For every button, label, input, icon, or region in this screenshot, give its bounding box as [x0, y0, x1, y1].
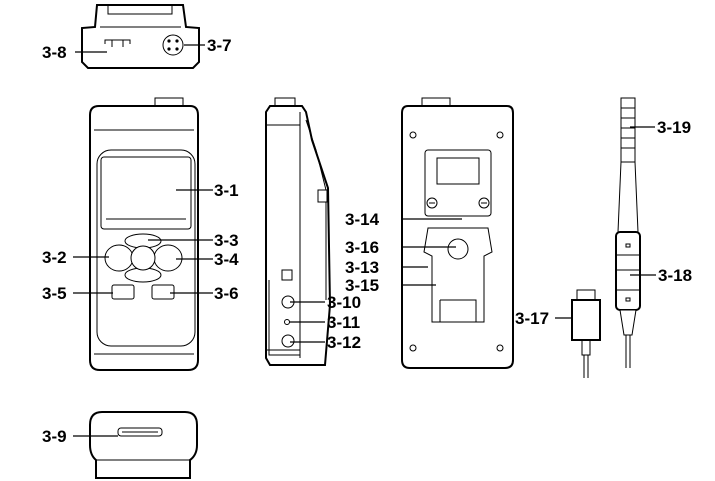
tripod-mount	[447, 238, 469, 260]
label-3-3: 3-3	[214, 231, 239, 250]
probe-socket	[162, 34, 184, 56]
label-3-15: 3-15	[345, 276, 379, 295]
stand	[423, 227, 493, 323]
label-3-4: 3-4	[214, 250, 239, 269]
jack-3-12	[281, 334, 295, 348]
label-3-16: 3-16	[345, 238, 379, 257]
label-3-18: 3-18	[658, 266, 692, 285]
label-3-9: 3-9	[42, 427, 67, 446]
label-3-19: 3-19	[657, 118, 691, 137]
reset-hole-3-11	[284, 319, 290, 325]
label-3-14: 3-14	[345, 210, 380, 229]
bottom-view	[89, 411, 198, 479]
front-view	[89, 97, 199, 371]
probe	[615, 97, 641, 368]
usb-port-top	[104, 39, 131, 47]
probe-plug	[571, 289, 601, 378]
label-3-17: 3-17	[515, 309, 549, 328]
label-3-11: 3-11	[327, 313, 360, 332]
side-view	[265, 97, 332, 366]
label-3-1: 3-1	[214, 181, 239, 200]
label-3-8: 3-8	[42, 43, 67, 62]
button-3-5	[111, 284, 135, 300]
label-3-13: 3-13	[345, 258, 379, 277]
left-button	[104, 244, 134, 272]
top-view	[75, 4, 205, 69]
label-3-6: 3-6	[214, 284, 239, 303]
label-3-12: 3-12	[327, 333, 361, 352]
label-3-10: 3-10	[327, 293, 361, 312]
center-button	[130, 245, 156, 271]
right-button	[153, 244, 183, 272]
label-3-5: 3-5	[42, 284, 67, 303]
back-view	[401, 97, 514, 369]
button-3-6	[151, 284, 175, 300]
label-3-7: 3-7	[207, 36, 232, 55]
lcd-display	[100, 156, 192, 230]
label-3-2: 3-2	[42, 248, 67, 267]
